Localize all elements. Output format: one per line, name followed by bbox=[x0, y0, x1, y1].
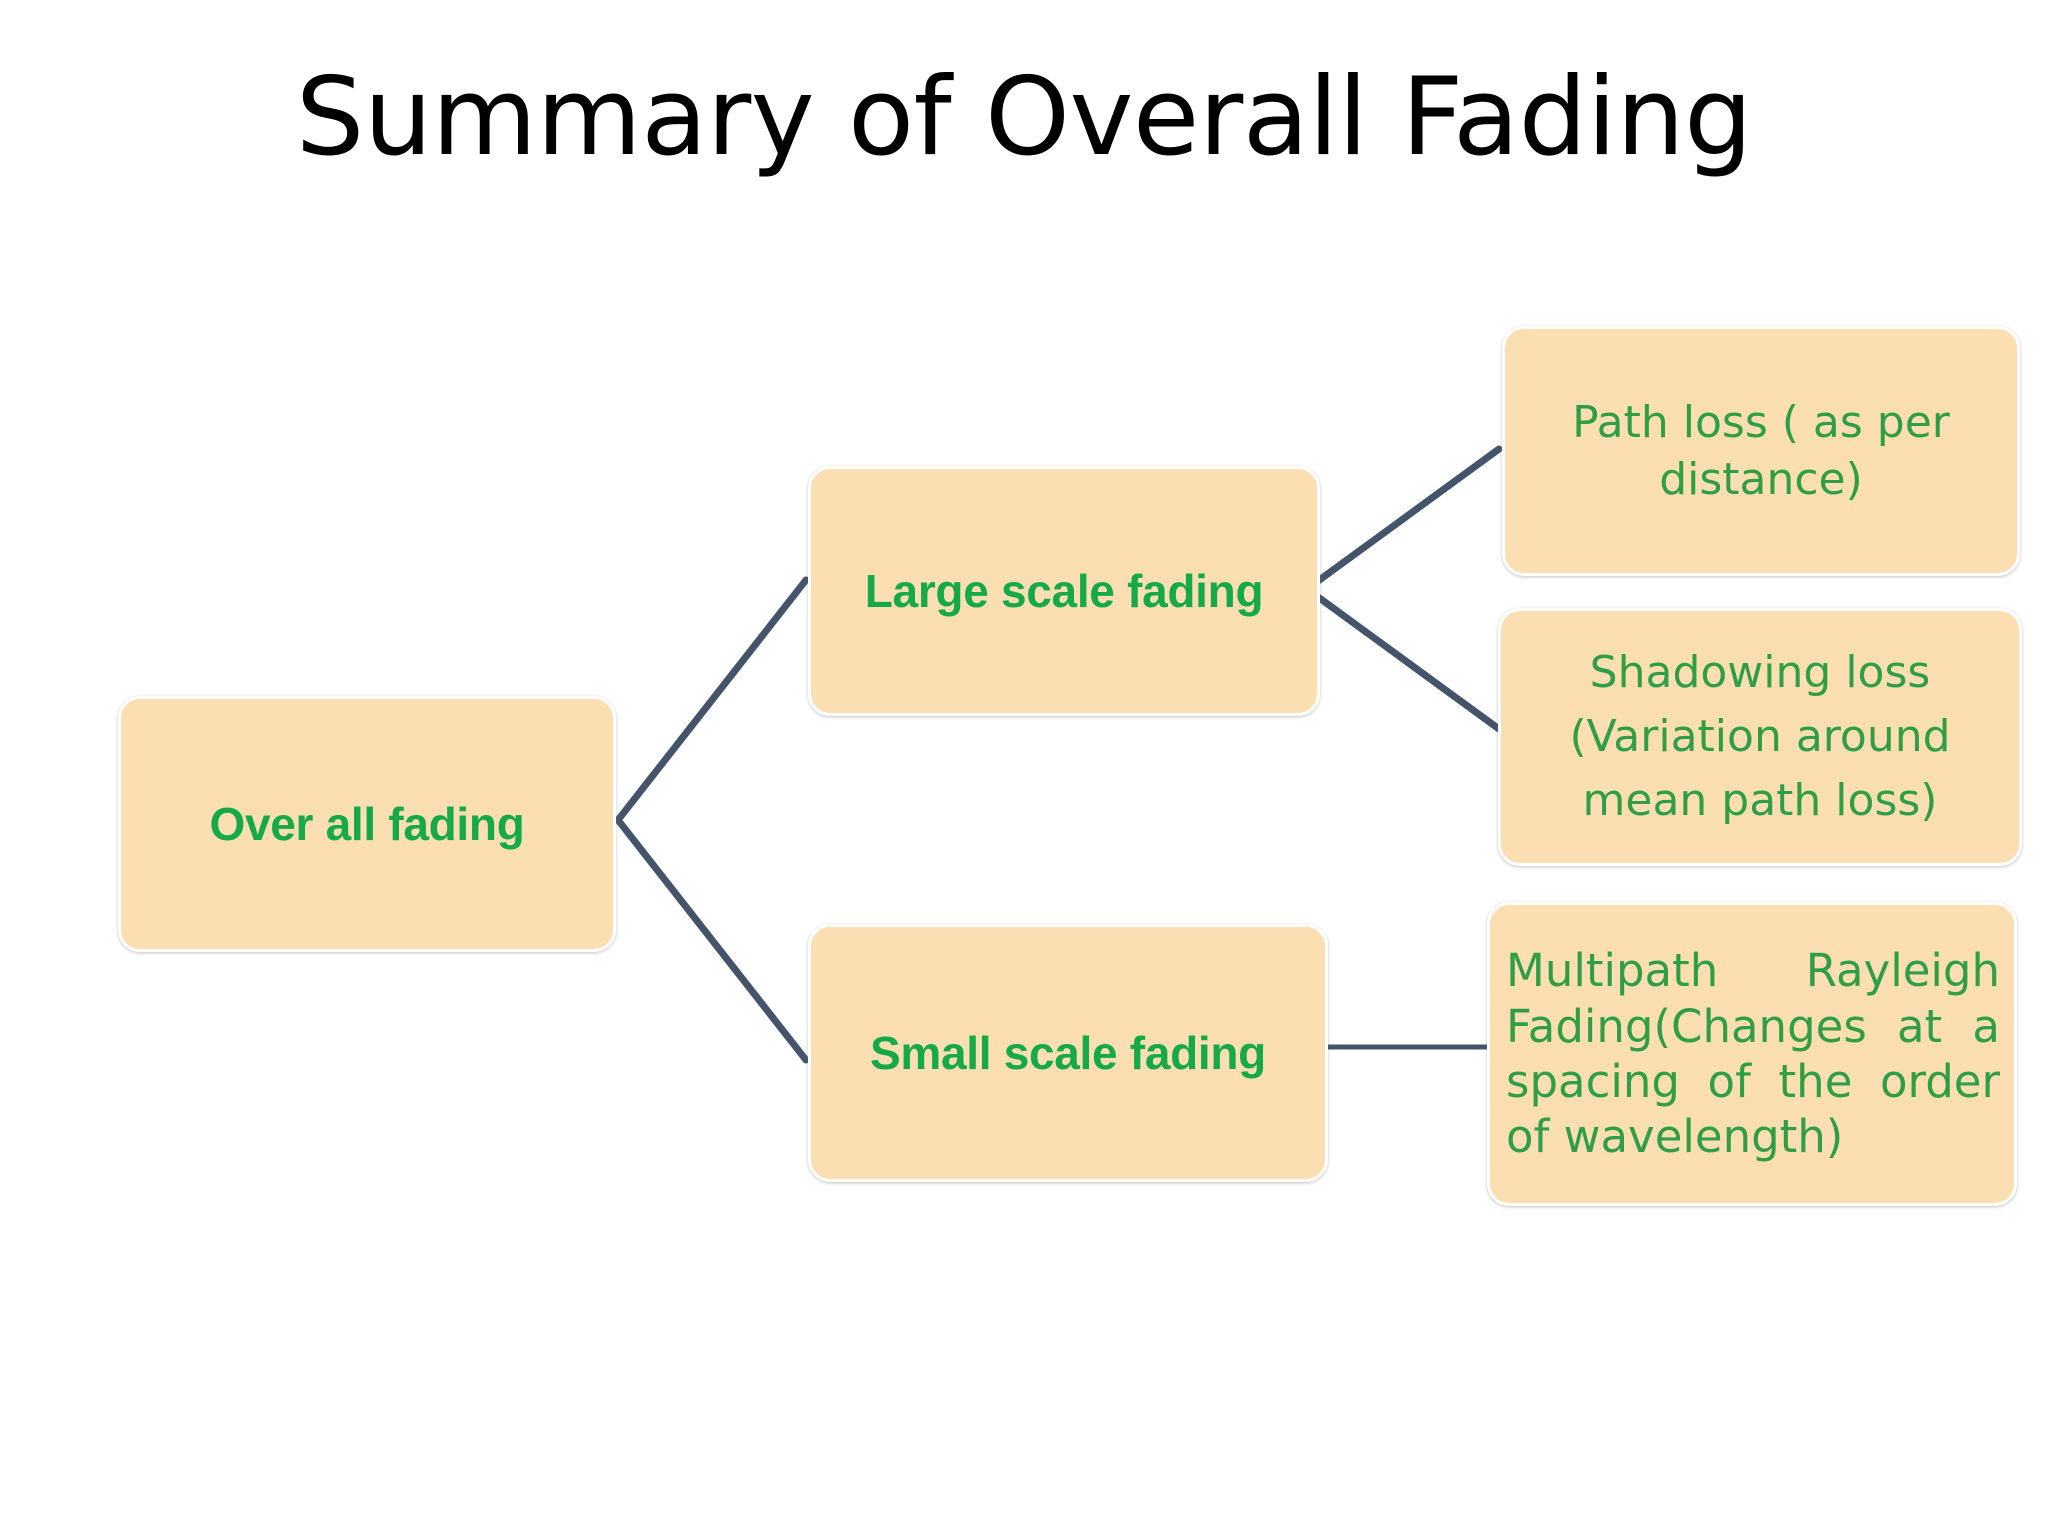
node-path-loss[interactable]: Path loss ( as per distance) bbox=[1502, 326, 2020, 576]
node-large-scale-fading-label: Large scale fading bbox=[864, 564, 1264, 617]
connector-root-to-small bbox=[614, 816, 810, 1064]
node-path-loss-label: Path loss ( as per distance) bbox=[1572, 396, 1950, 505]
connector-large-to-shadowing bbox=[1303, 585, 1503, 733]
page-title: Summary of Overall Fading bbox=[295, 55, 1753, 180]
node-shadowing-loss-label: Shadowing loss (Variation around mean pa… bbox=[1569, 646, 1951, 827]
node-multipath-rayleigh-fading[interactable]: Multipath Rayleigh Fading(Changes at a s… bbox=[1487, 902, 2017, 1206]
node-overall-fading[interactable]: Over all fading bbox=[118, 696, 616, 952]
node-shadowing-loss[interactable]: Shadowing loss (Variation around mean pa… bbox=[1498, 608, 2022, 866]
connector-large-to-pathloss bbox=[1303, 445, 1503, 593]
connector-root-to-large bbox=[614, 576, 810, 824]
node-small-scale-fading-label: Small scale fading bbox=[870, 1026, 1266, 1079]
node-large-scale-fading[interactable]: Large scale fading bbox=[808, 466, 1320, 716]
node-small-scale-fading[interactable]: Small scale fading bbox=[808, 924, 1328, 1182]
node-overall-fading-label: Over all fading bbox=[209, 797, 525, 850]
node-multipath-rayleigh-fading-label: Multipath Rayleigh Fading(Changes at a s… bbox=[1506, 944, 2000, 1164]
